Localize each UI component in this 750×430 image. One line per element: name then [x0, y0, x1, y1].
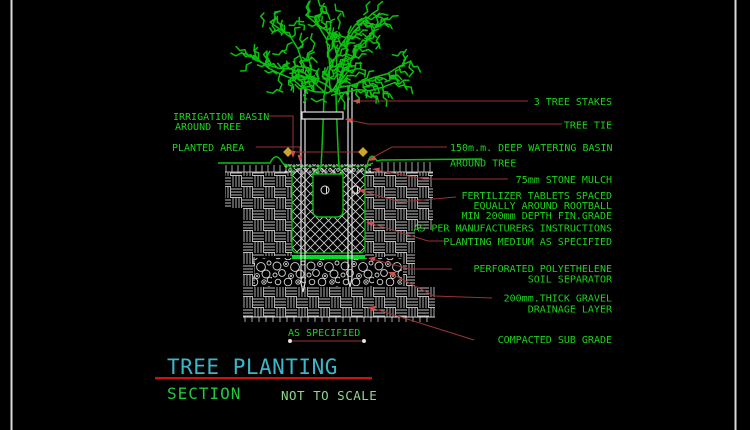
label-fertilizer-line4: AS PER MANUFACTURERS INSTRUCTIONS — [413, 224, 612, 235]
ground-tick-marks — [225, 162, 431, 322]
label-planted-area: PLANTED AREA — [172, 143, 244, 154]
label-irrigation-basin-line2: AROUND TREE — [175, 122, 241, 133]
label-fertilizer-line2: EQUALLY AROUND ROOTBALL — [474, 201, 612, 212]
basin-dimension — [283, 147, 368, 157]
label-fertilizer-line3: MIN 200mm DEPTH FIN.GRADE — [461, 211, 612, 222]
soil-separator-line — [292, 255, 365, 259]
label-tree-stakes: 3 TREE STAKES — [534, 97, 612, 108]
tree-canopy — [230, 0, 422, 111]
page-title: TREE PLANTING — [167, 355, 338, 379]
label-watering-basin-line2: AROUND TREE — [450, 159, 516, 170]
tree-tie-symbol — [301, 111, 344, 120]
label-watering-basin-line1: 150m.m. DEEP WATERING BASIN — [450, 143, 613, 154]
rootball — [312, 173, 344, 218]
soil-left-hatch — [225, 172, 292, 287]
label-tree-tie: TREE TIE — [564, 121, 612, 132]
label-sub-grade: COMPACTED SUB GRADE — [498, 335, 612, 346]
stone-mulch-layer — [284, 164, 371, 174]
tree-trunk — [312, 94, 344, 175]
label-as-specified: AS SPECIFIED — [288, 328, 360, 339]
not-to-scale-label: NOT TO SCALE — [281, 388, 377, 403]
pit-width-dimension — [288, 339, 366, 343]
gravel-drainage-layer — [253, 258, 402, 287]
dimension-marker-left — [283, 147, 293, 157]
label-gravel-line2: DRAINAGE LAYER — [528, 305, 613, 316]
label-soil-separator-line1: PERFORATED POLYETHELENE — [474, 264, 612, 275]
ground-and-basin-profile — [218, 155, 483, 167]
label-planting-medium: PLANTING MEDIUM AS SPECIFIED — [443, 237, 612, 248]
section-label: SECTION — [167, 384, 241, 403]
label-fertilizer-line1: FERTILIZER TABLETS SPACED — [461, 191, 612, 202]
subgrade-hatch — [243, 287, 435, 317]
label-stone-mulch: 75mm STONE MULCH — [516, 175, 612, 186]
label-soil-separator-line2: SOIL SEPARATOR — [528, 275, 613, 286]
leader-lines — [256, 98, 562, 341]
dimension-marker-right — [358, 147, 368, 157]
label-irrigation-basin-line1: IRRIGATION BASIN — [173, 112, 269, 123]
label-gravel-line1: 200mm.THICK GRAVEL — [504, 294, 612, 305]
planting-pit-outline — [283, 162, 374, 254]
title-underline — [155, 377, 372, 380]
